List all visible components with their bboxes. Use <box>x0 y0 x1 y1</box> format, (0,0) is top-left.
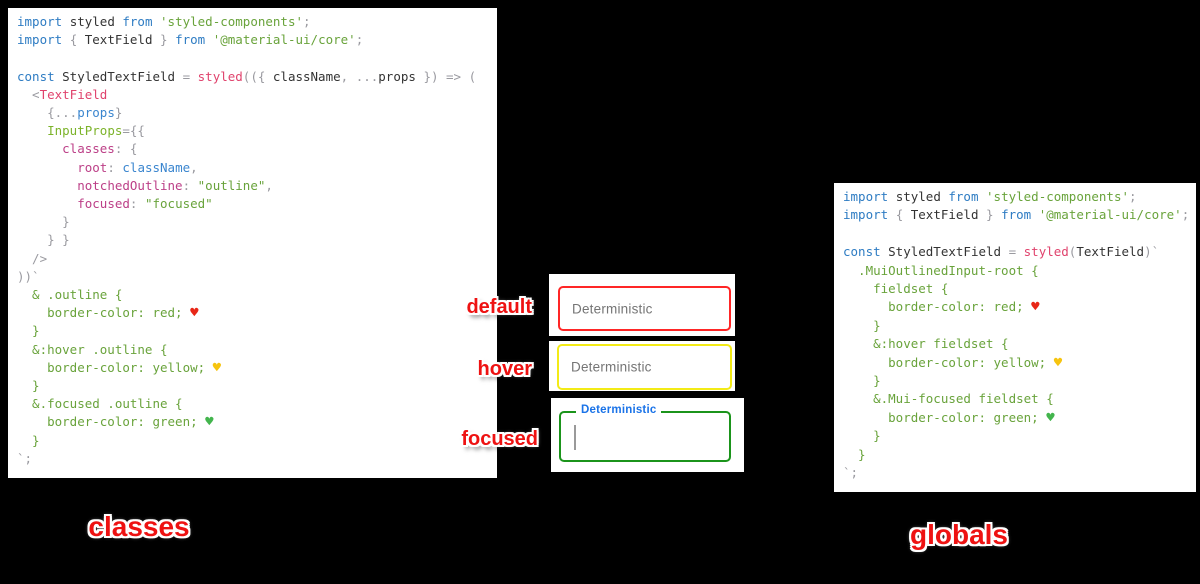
textfield-focused[interactable]: Deterministic <box>559 404 731 462</box>
code-block-classes: import styled from 'styled-components';i… <box>17 14 477 466</box>
textfield-focused-label: Deterministic <box>576 404 662 416</box>
caption-focused: focused <box>461 428 538 450</box>
caption-default: default <box>466 296 532 318</box>
caption-globals: globals <box>909 519 1008 550</box>
code-block-globals: import styled from 'styled-components';i… <box>843 189 1190 481</box>
textfield-screenshot-hover: Deterministic <box>549 341 735 391</box>
caption-classes: classes <box>88 511 190 542</box>
textfield-hover[interactable]: Deterministic <box>557 344 732 390</box>
classes-code-panel: import styled from 'styled-components';i… <box>8 8 497 478</box>
textfield-default-placeholder: Deterministic <box>572 301 653 316</box>
textfield-default[interactable]: Deterministic <box>558 286 731 331</box>
textfield-hover-placeholder: Deterministic <box>571 359 652 375</box>
textfield-screenshot-default: Deterministic <box>549 274 735 336</box>
caption-hover: hover <box>477 358 532 380</box>
textfield-screenshot-focused: Deterministic <box>551 398 744 472</box>
globals-code-panel: import styled from 'styled-components';i… <box>834 183 1196 492</box>
text-cursor <box>574 425 576 450</box>
